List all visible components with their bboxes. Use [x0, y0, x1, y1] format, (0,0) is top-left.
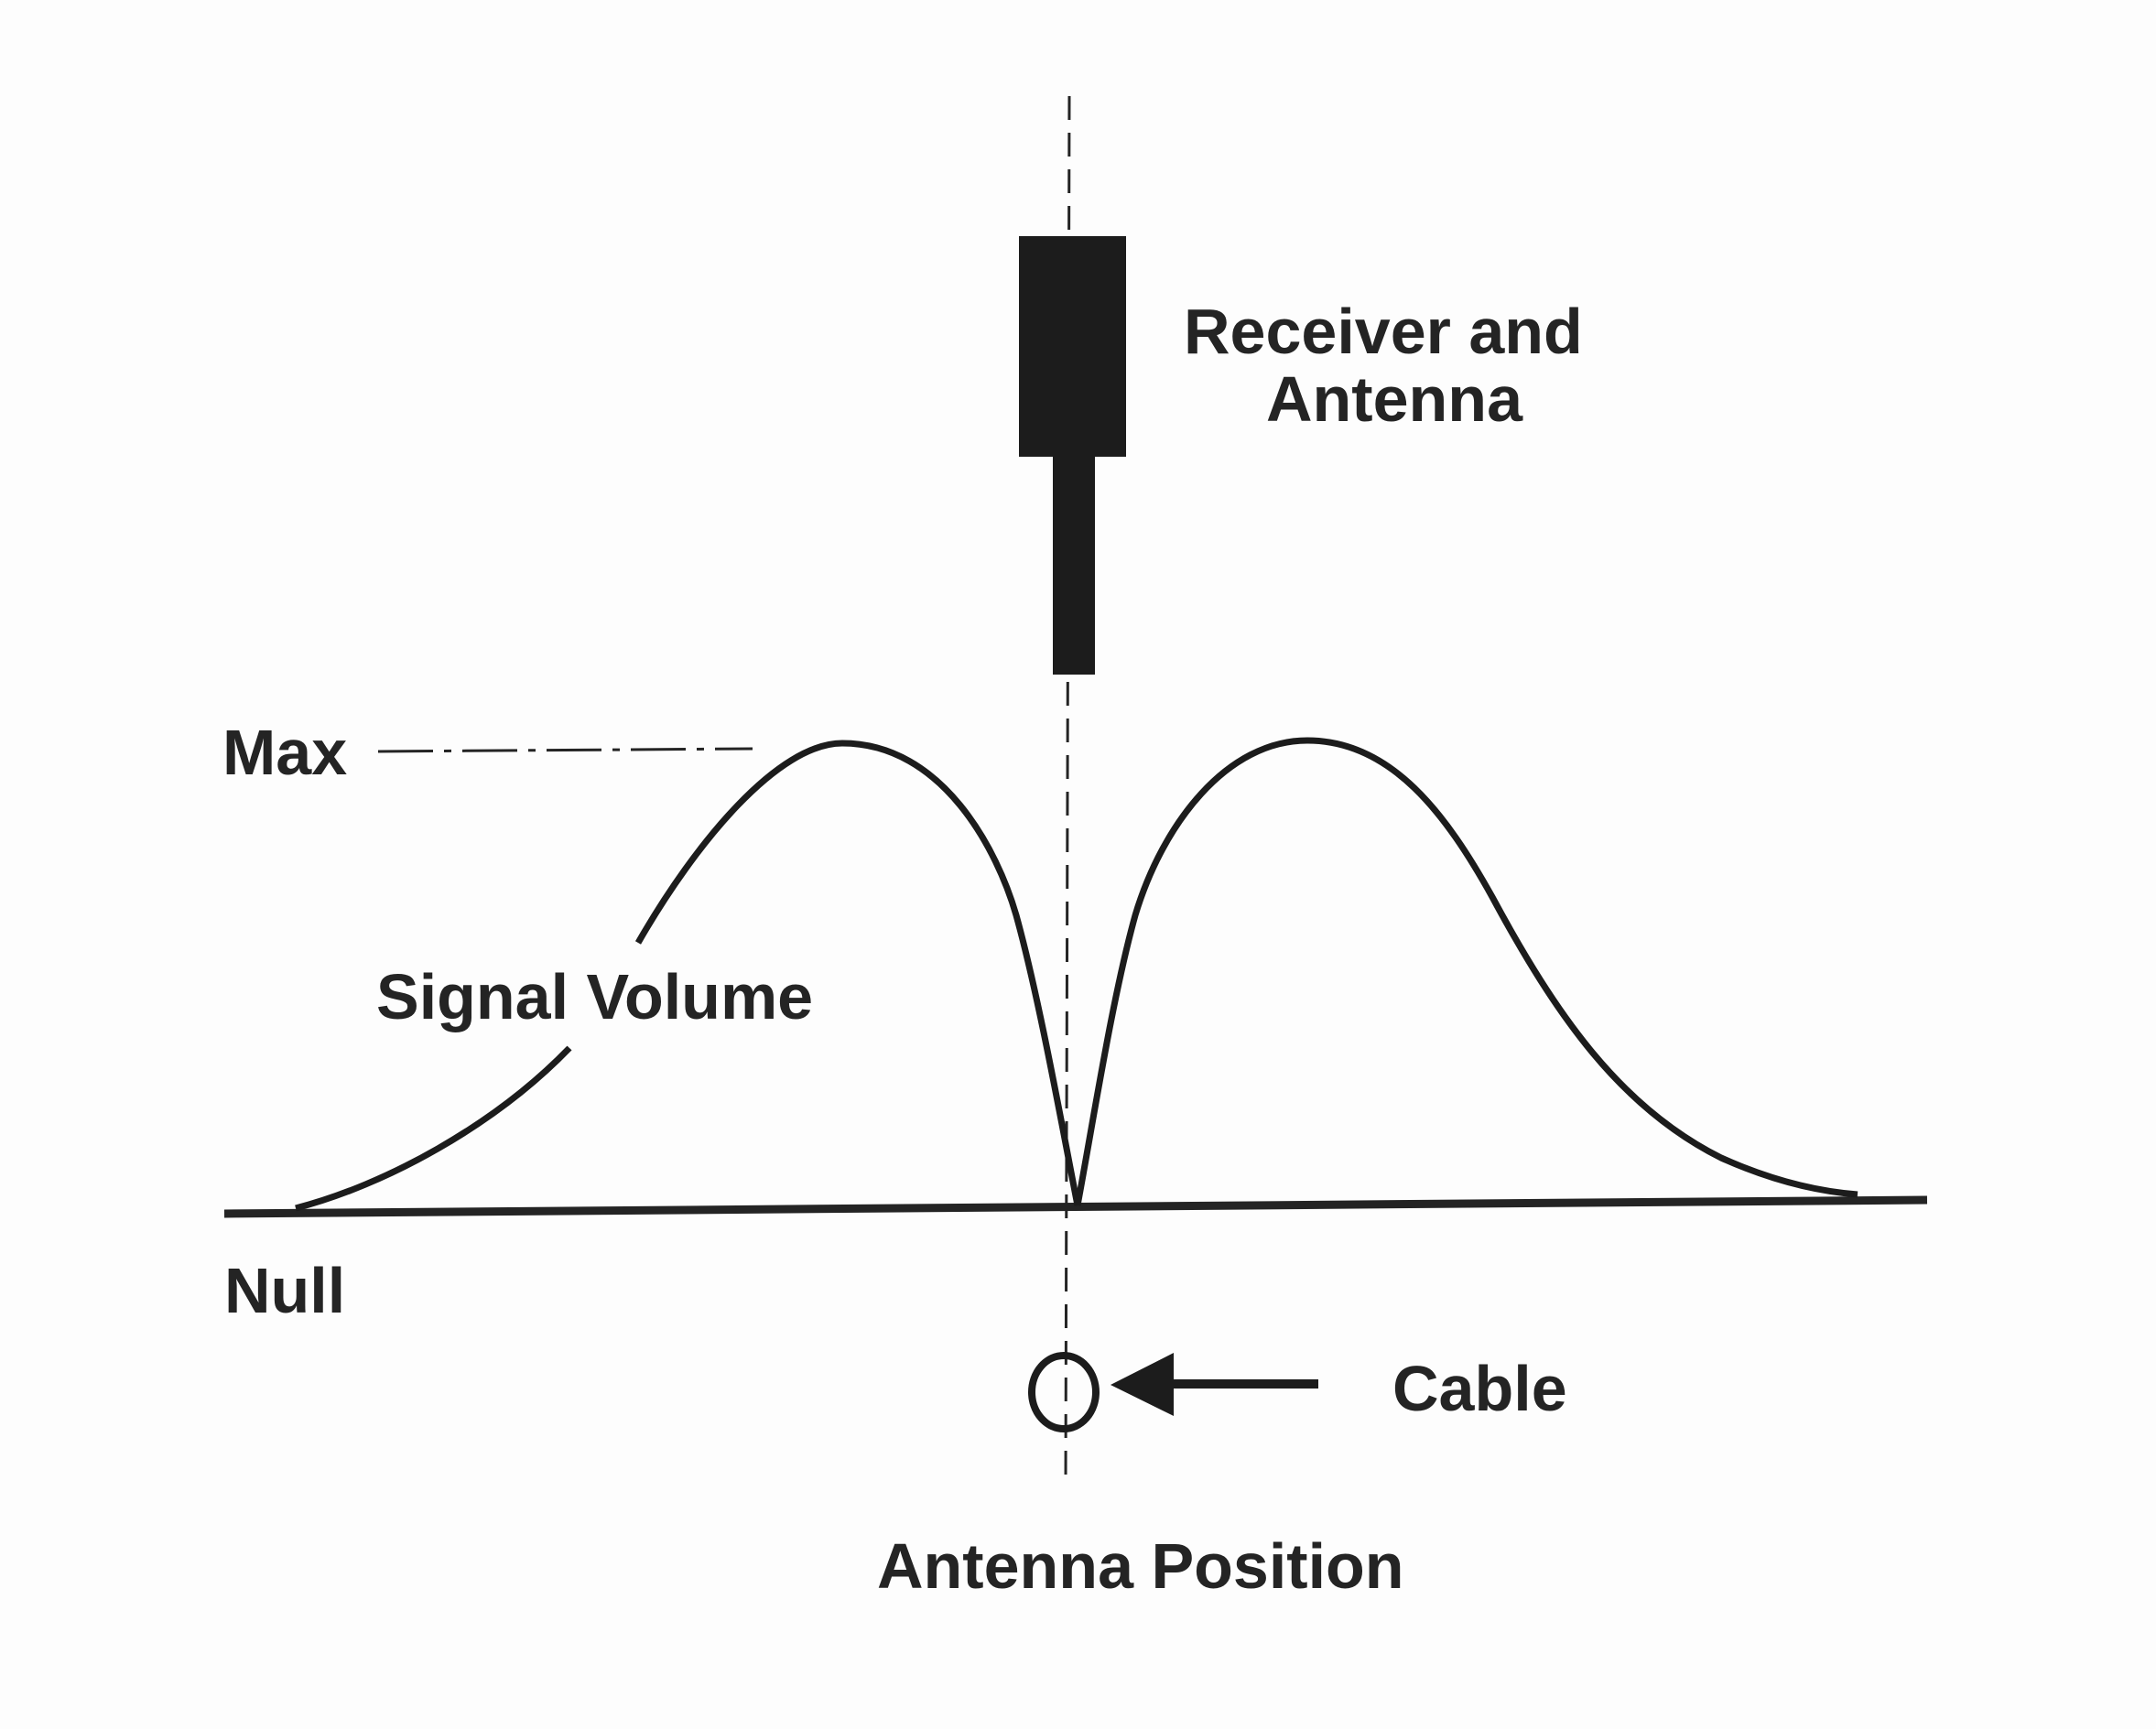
receiver-label-line2: Antenna — [1266, 363, 1523, 435]
max-label: Max — [222, 717, 347, 788]
signal-curve-left-upper — [634, 740, 1081, 1206]
antenna-position-label: Antenna Position — [877, 1530, 1404, 1602]
cable-cross-section-icon — [1028, 1352, 1100, 1432]
signal-curve-left-lower — [295, 1045, 572, 1212]
receiver-label-line1: Receiver and — [1184, 296, 1583, 367]
null-label: Null — [224, 1255, 345, 1326]
arrow-left-icon — [1111, 1353, 1174, 1416]
null-baseline — [223, 1195, 1928, 1218]
cable-label: Cable — [1392, 1353, 1567, 1424]
max-reference-line — [377, 747, 753, 753]
signal-volume-label: Signal Volume — [376, 961, 813, 1032]
signal-curve-right — [1074, 737, 1858, 1206]
antenna-stem — [1053, 455, 1095, 675]
receiver-body — [1019, 236, 1126, 457]
